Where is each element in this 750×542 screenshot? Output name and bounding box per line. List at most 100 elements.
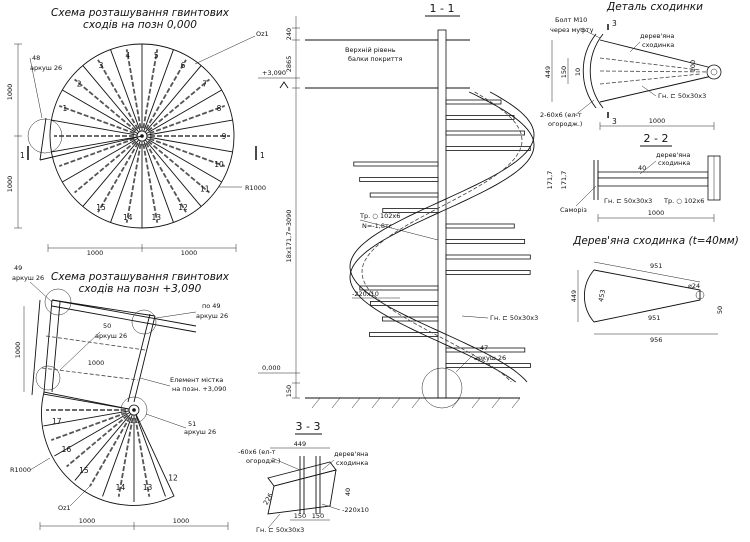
- section-1-1: 1 - 1 Верхній рівень балки покриття +3,0…: [258, 2, 538, 409]
- plan-top-step-number: 3: [99, 61, 104, 70]
- plan-top-step-beam: [149, 137, 226, 167]
- section-1-1-tread: [445, 223, 515, 229]
- wood-step-title: Дерев'яна сходинка (t=40мм): [572, 235, 739, 247]
- plan-bottom-callout-49: 49: [14, 264, 22, 272]
- wood-step-dim-956: 956: [650, 336, 662, 344]
- plan-bottom-step-line: [74, 409, 135, 481]
- plan-bottom-callout-po49-sheet: аркуш 26: [196, 312, 228, 320]
- plan-top-step-beam: [125, 49, 142, 129]
- section-1-1-tread: [359, 177, 439, 182]
- plan-top-dim-v1: 1000: [6, 84, 14, 101]
- plan-top-title-line-1: Схема розташування гвинтових: [51, 7, 230, 19]
- plan-bottom-dim-1000-v: 1000: [14, 342, 22, 359]
- section-2-2-pipe: Тр. ○ 102x6: [663, 197, 704, 205]
- plan-top-step-line: [110, 49, 143, 137]
- plan-top-callout-oz1: Оz1: [256, 30, 269, 38]
- plan-top-step-beam: [58, 137, 135, 167]
- plan-bottom-callout-50-sheet: аркуш 26: [95, 332, 127, 340]
- plan-bottom-dim-1000-right: 1000: [173, 517, 190, 525]
- plan-bottom-step-line: [43, 393, 135, 411]
- plan-top-section-mark-left: 1: [20, 151, 25, 160]
- plan-top-step-beam: [74, 78, 137, 132]
- section-3-3-plate-1: -60x6 (ел-т: [238, 448, 276, 456]
- plan-top-step-number: 8: [217, 104, 222, 113]
- plan-top-step-line: [141, 135, 222, 183]
- detail-title: Деталь сходинки: [606, 1, 703, 13]
- plan-bottom-step-number: 12: [168, 474, 178, 483]
- plan-top-step-line: [51, 119, 143, 137]
- plan-bottom-step-line: [102, 409, 135, 497]
- section-1-1-beam: Гн. ⊏ 50x30x3: [490, 314, 538, 322]
- section-3-3-dim-150-right: 150: [312, 512, 324, 520]
- section-1-1-tread: [353, 161, 439, 167]
- plan-top-step-number: 4: [125, 51, 130, 60]
- section-1-1-tread: [445, 115, 515, 120]
- section-2-2-dim-40: 40: [638, 164, 646, 172]
- plan-top-step-beam: [142, 49, 159, 129]
- section-2-2-wood-2: сходинка: [658, 159, 690, 167]
- section-1-1-tread: [369, 192, 439, 198]
- plan-top-step-line: [141, 119, 233, 137]
- section-2-2-wood-1: дерев'яна: [656, 151, 690, 159]
- plan-bottom-step-line: [133, 409, 166, 497]
- section-1-1-stringer-band: [349, 91, 535, 383]
- plan-bottom-step-lines: [43, 393, 166, 502]
- section-1-1-level-top-2: балки покриття: [348, 55, 402, 63]
- plan-top-step-beam: [97, 59, 139, 130]
- detail-plate-1: 2-60x6 (ел-т: [540, 111, 582, 119]
- plan-top-step-line: [141, 135, 233, 153]
- detail-dim-1000: 1000: [649, 117, 666, 125]
- plan-bottom-element-1: Елемент містка: [170, 376, 223, 384]
- section-1-1-callout-47: 47: [480, 344, 488, 352]
- section-1-1-pipe: Тр. ○ 102x6: [359, 212, 400, 220]
- detail-section-mark-top: 3: [612, 19, 617, 28]
- plan-bottom-step-beam: [89, 416, 131, 487]
- wood-step: Дерев'яна сходинка (t=40мм) 951 951 956 …: [570, 235, 739, 344]
- plan-bottom-element-2: на позн. +3,090: [172, 385, 226, 393]
- detail-beam: Гн. ⊏ 50x30x3: [658, 92, 706, 100]
- wood-step-dim-r: ⌀24: [688, 282, 700, 290]
- plan-top-step-number: 10: [214, 160, 224, 169]
- section-3-3-title: 3 - 3: [296, 420, 321, 433]
- section-1-1-tread: [369, 332, 439, 337]
- plan-bottom-callout-oz1: Оz1: [58, 504, 71, 512]
- section-1-1-level-top-1: Верхній рівень: [345, 46, 396, 54]
- plan-top-step-line: [141, 89, 222, 137]
- section-3-3-wood-2: сходинка: [336, 459, 368, 467]
- detail-dim-100: 100: [689, 60, 697, 72]
- detail-bolt-2: через муфту: [550, 26, 594, 34]
- plan-bottom-step-number: 16: [62, 445, 72, 454]
- section-1-1-tread: [445, 270, 531, 275]
- section-2-2: 2 - 2 дерев'яна сходинка 40 Гн. ⊏ 50x30x…: [546, 132, 721, 222]
- plan-bottom-callout-51: 51: [188, 420, 196, 428]
- plan-top-step-number: 11: [200, 185, 210, 194]
- detail-wood-1: дерев'яна: [640, 32, 674, 40]
- plan-top-step-beam: [74, 140, 137, 194]
- section-3-3-beam: Гн. ⊏ 50x30x3: [256, 526, 304, 534]
- plan-top-step-line: [141, 65, 202, 137]
- plan-top-step-number: 9: [222, 132, 227, 141]
- section-1-1-dim-240: 240: [285, 28, 293, 40]
- section-2-2-title: 2 - 2: [644, 132, 669, 145]
- section-3-3-dim-449: 449: [294, 440, 306, 448]
- section-1-1-band: -220x10: [352, 290, 379, 298]
- detail-bolt-1: Болт М10: [555, 16, 587, 24]
- plan-top-step-number: 1: [63, 104, 68, 113]
- plan-top-step-line: [141, 49, 174, 137]
- plan-bottom: Схема розташування гвинтових сходів на п…: [10, 264, 230, 530]
- section-3-3-band: -220x10: [342, 506, 369, 514]
- plan-bottom-step-number: 14: [116, 483, 126, 492]
- section-3-3-wood-1: дерев'яна: [334, 450, 368, 458]
- plan-bottom-title-line-2: сходів на позн +3,090: [79, 283, 202, 295]
- section-1-1-dim-2865: 2865: [285, 56, 293, 73]
- section-1-1-elev-bottom: 0,000: [262, 364, 281, 372]
- detail-section-mark-bottom: 3: [612, 117, 617, 126]
- plan-bottom-step-number: 15: [79, 466, 89, 475]
- section-2-2-dim-1000: 1000: [648, 209, 665, 217]
- plan-top-section-marks: 1 1: [20, 146, 265, 160]
- section-3-3-dim-40: 40: [344, 488, 352, 496]
- plan-top-step-beam: [145, 142, 187, 213]
- detail-plate-2: огородж.): [548, 120, 582, 128]
- plan-bottom-stair-segment: [41, 391, 175, 506]
